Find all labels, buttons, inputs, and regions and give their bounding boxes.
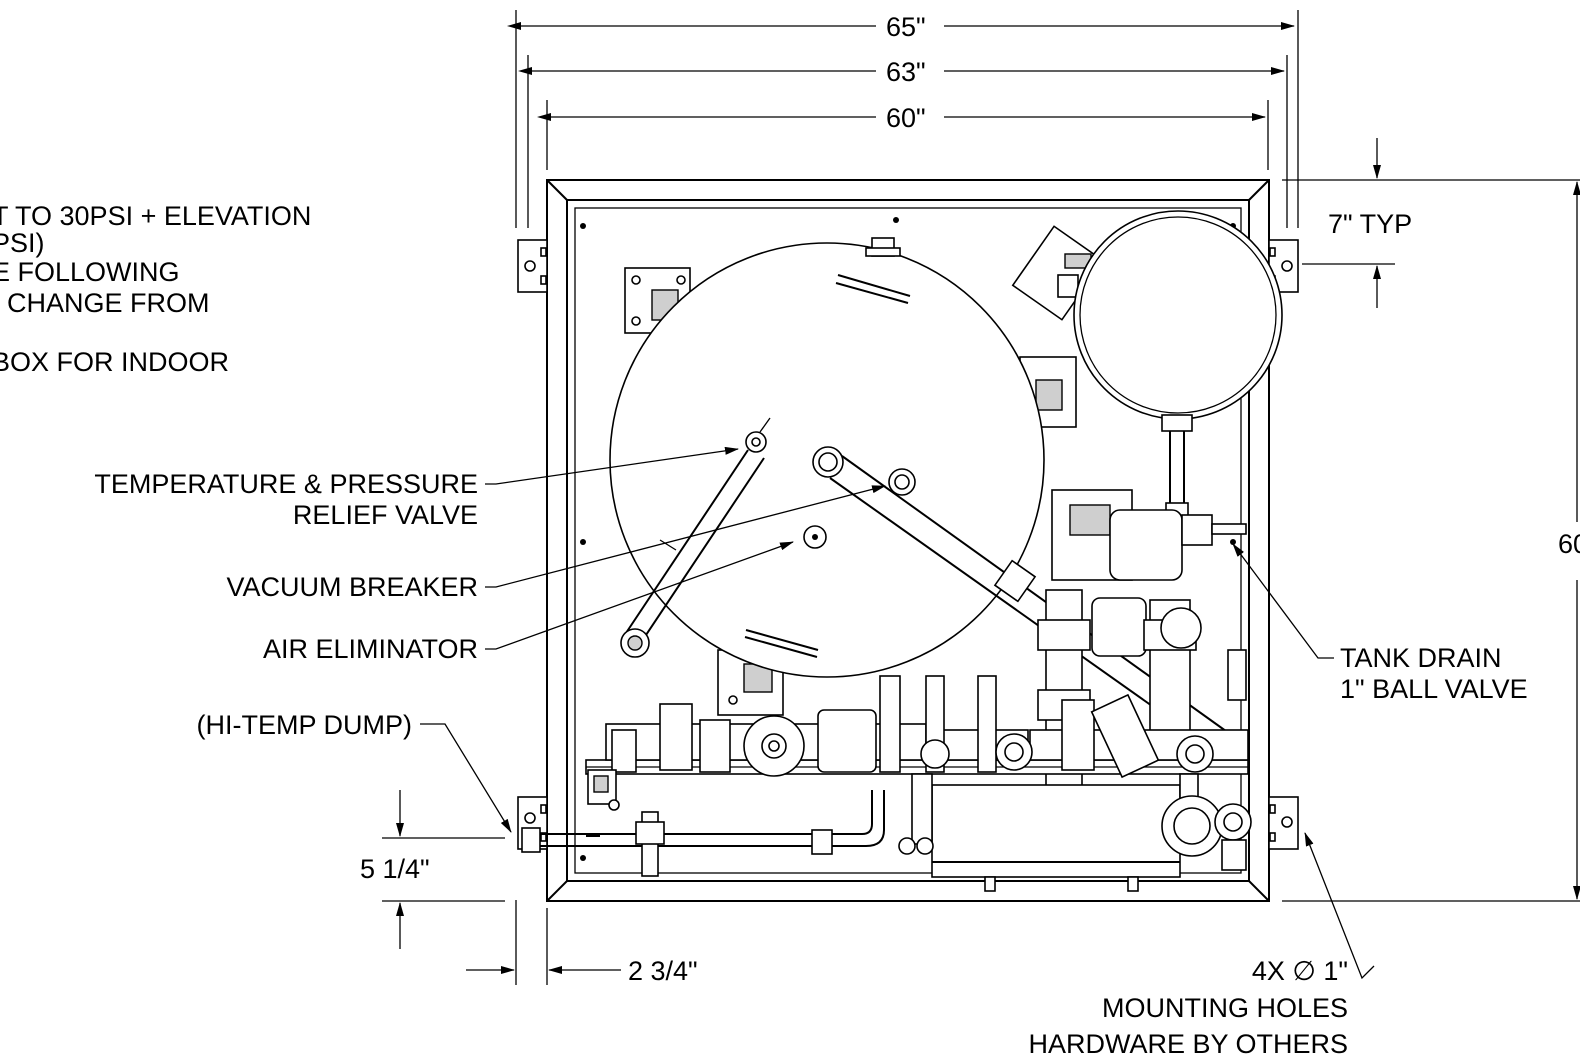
control-box [587,769,1252,892]
tp-relief-label-1: TEMPERATURE & PRESSURE [94,469,478,499]
note-line-2: PSI) [0,228,45,258]
dim-cabinet-height: 60 [1558,529,1580,559]
mounting-holes-label-2: MOUNTING HOLES [1102,993,1348,1023]
hi-temp-dump-pipe [521,790,885,877]
dump-height-dimension: 5 1/4" [360,790,505,949]
dim-mount-width: 63" [886,57,926,87]
note-line-4: I CHANGE FROM [0,288,210,318]
width-dimensions: 65" 63" 60" [507,10,1299,228]
dim-cabinet-width: 60" [886,103,926,133]
note-line-1: T TO 30PSI + ELEVATION [0,201,311,231]
mounting-holes-label-3: HARDWARE BY OTHERS [1028,1029,1348,1059]
callout-leaders [420,446,1375,980]
manifold [585,675,1249,779]
tank-drain-label-1: TANK DRAIN [1340,643,1502,673]
note-line-3: E FOLLOWING [0,257,180,287]
expansion-tank [1011,210,1283,518]
dim-tab-typ: 7" TYP [1328,209,1412,239]
tank-drain-label-2: 1" BALL VALVE [1340,674,1528,704]
height-dimension: 60 [1282,181,1580,902]
cabinet [546,179,1270,902]
note-line-5: BOX FOR INDOOR [0,347,229,377]
dim-overall-width: 65" [886,12,926,42]
mounting-holes-label-1: 4X ∅ 1" [1252,956,1348,986]
mounting-tab-bottom-right [1268,796,1299,850]
hi-temp-dump-label: (HI-TEMP DUMP) [197,710,413,740]
tab-dimension: 7" TYP [1282,138,1580,308]
tp-relief-valve [620,417,771,658]
air-eliminator-label: AIR ELIMINATOR [263,634,478,664]
vacuum-breaker-label: VACUUM BREAKER [226,572,478,602]
general-notes: T TO 30PSI + ELEVATION PSI) E FOLLOWING … [0,201,311,377]
mounting-tabs [517,239,1299,850]
tp-relief-label-2: RELIEF VALVE [293,500,478,530]
callouts: TEMPERATURE & PRESSURE RELIEF VALVE VACU… [94,469,1527,1059]
dim-dump-height: 5 1/4" [360,854,430,884]
dim-dump-offset: 2 3/4" [628,956,698,986]
air-eliminator [812,446,1245,765]
dump-offset-dimension: 2 3/4" [466,900,698,986]
mounting-tab-top-left [517,239,548,293]
